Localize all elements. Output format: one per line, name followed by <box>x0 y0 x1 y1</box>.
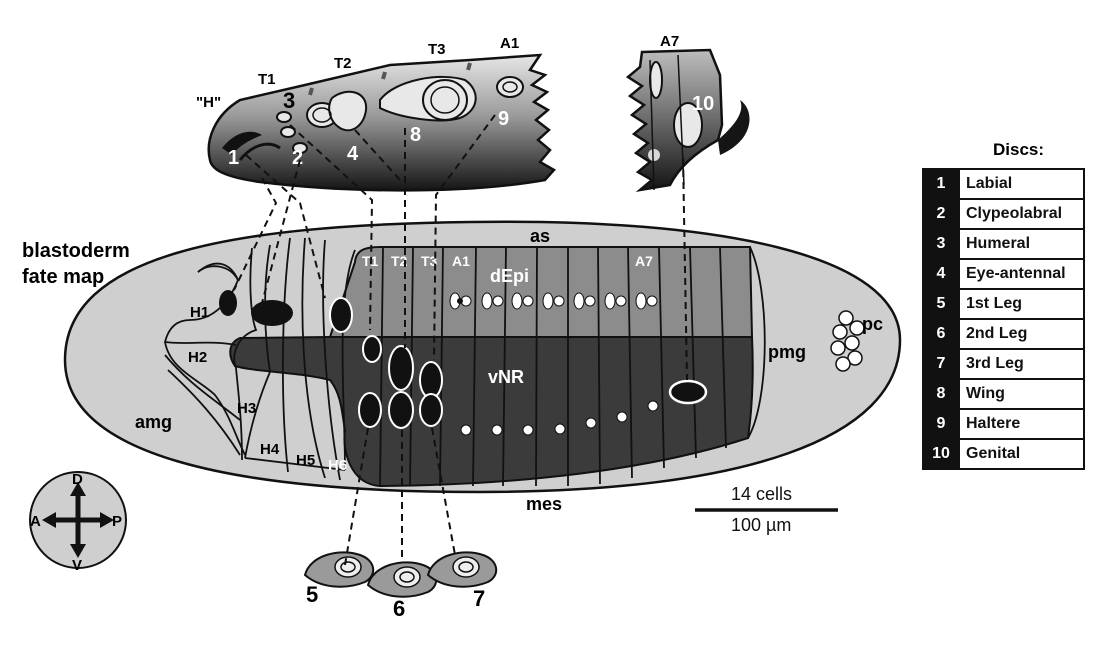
dorsal-dot-row <box>449 292 658 310</box>
label-vNR: vNR <box>488 367 524 387</box>
larva-label-H: "H" <box>196 94 221 111</box>
leg-disc-7-label: 7 <box>473 586 485 611</box>
segment-boundaries <box>379 246 766 487</box>
larva-label-T1: T1 <box>258 71 276 88</box>
larva-disc-9: 9 <box>498 108 509 130</box>
label-H6: H6 <box>328 457 347 474</box>
label-pc: pc <box>862 314 883 334</box>
orientation-compass: D V A P <box>29 471 127 574</box>
larva-disc-2: 2 <box>292 147 303 169</box>
larva-anterior: "H" T1 T2 T3 A1 1 2 3 4 8 9 <box>196 35 556 192</box>
legend-disc-name: Eye-antennal <box>958 258 1085 290</box>
legend-number: 3 <box>922 228 960 260</box>
larva-disc-4: 4 <box>347 143 359 165</box>
leg-disc-2nd <box>366 561 438 598</box>
legend-disc-name: 1st Leg <box>958 288 1085 320</box>
leg-disc-1st <box>303 551 375 588</box>
label-H2: H2 <box>188 349 207 366</box>
pole-cells <box>830 310 865 372</box>
legend-number: 1 <box>922 168 960 200</box>
label-mes: mes <box>526 494 562 514</box>
leg-disc-5-label: 5 <box>306 582 318 607</box>
compass-a: A <box>30 513 41 530</box>
legend-number: 2 <box>922 198 960 230</box>
label-T3: T3 <box>421 253 438 269</box>
embryo-title-line1: blastoderm <box>22 240 130 262</box>
head-segment-boundaries <box>164 237 356 481</box>
label-H4: H4 <box>260 441 280 458</box>
legend-disc-name: Wing <box>958 378 1085 410</box>
legend-disc-name: Clypeolabral <box>958 198 1085 230</box>
legend-disc-name: 2nd Leg <box>958 318 1085 350</box>
larva-label-T2: T2 <box>334 55 352 72</box>
compass-d: D <box>72 471 83 488</box>
label-H5: H5 <box>296 452 315 469</box>
larva-label-A7: A7 <box>660 33 679 50</box>
legend-disc-name: Labial <box>958 168 1085 200</box>
legend-disc-name: Haltere <box>958 408 1085 440</box>
label-H3: H3 <box>237 400 256 417</box>
label-H1: H1 <box>190 304 209 321</box>
disc-primordia <box>219 290 708 429</box>
label-A7: A7 <box>635 253 653 269</box>
legend-number: 9 <box>922 408 960 440</box>
legend-number: 7 <box>922 348 960 380</box>
legend-number: 6 <box>922 318 960 350</box>
larva-disc-3: 3 <box>283 88 295 113</box>
label-T2: T2 <box>391 253 408 269</box>
legend-disc-name: Genital <box>958 438 1085 470</box>
legend-number: 4 <box>922 258 960 290</box>
larva-label-A1: A1 <box>500 35 519 52</box>
dashed-connectors <box>233 114 688 566</box>
legend-number: 10 <box>922 438 960 470</box>
leg-disc-3rd <box>426 551 498 588</box>
legend-title: Discs: <box>992 140 1045 159</box>
label-as: as <box>530 226 550 246</box>
legend-disc-name: 3rd Leg <box>958 348 1085 380</box>
label-A1: A1 <box>452 253 470 269</box>
compass-v: V <box>72 557 82 574</box>
compass-p: P <box>112 513 122 530</box>
larva-posterior-a7: A7 10 <box>625 33 750 192</box>
scale-bar-bottom-label: 100 µm <box>731 515 791 535</box>
larva-disc-8: 8 <box>410 124 421 146</box>
label-amg: amg <box>135 412 172 432</box>
legend-disc-name: Humeral <box>958 228 1085 260</box>
embryo-title-line2: fate map <box>22 266 104 288</box>
scale-bar-top-label: 14 cells <box>731 484 792 504</box>
ventral-dot-row <box>460 400 659 436</box>
larva-disc-10: 10 <box>692 93 714 115</box>
ventral-neurogenic-region <box>229 336 754 488</box>
label-pmg: pmg <box>768 342 806 362</box>
blastoderm-embryo: blastoderm fate map as dEpi vNR mes amg … <box>22 220 902 514</box>
legend-number: 5 <box>922 288 960 320</box>
larva-label-T3: T3 <box>428 41 446 58</box>
label-dEpi: dEpi <box>490 266 529 286</box>
leg-discs: 5 6 7 <box>303 551 498 621</box>
leg-disc-6-label: 6 <box>393 596 405 621</box>
legend-number: 8 <box>922 378 960 410</box>
larva-disc-1: 1 <box>228 147 239 169</box>
scale-bar: 14 cells 100 µm <box>695 484 838 535</box>
